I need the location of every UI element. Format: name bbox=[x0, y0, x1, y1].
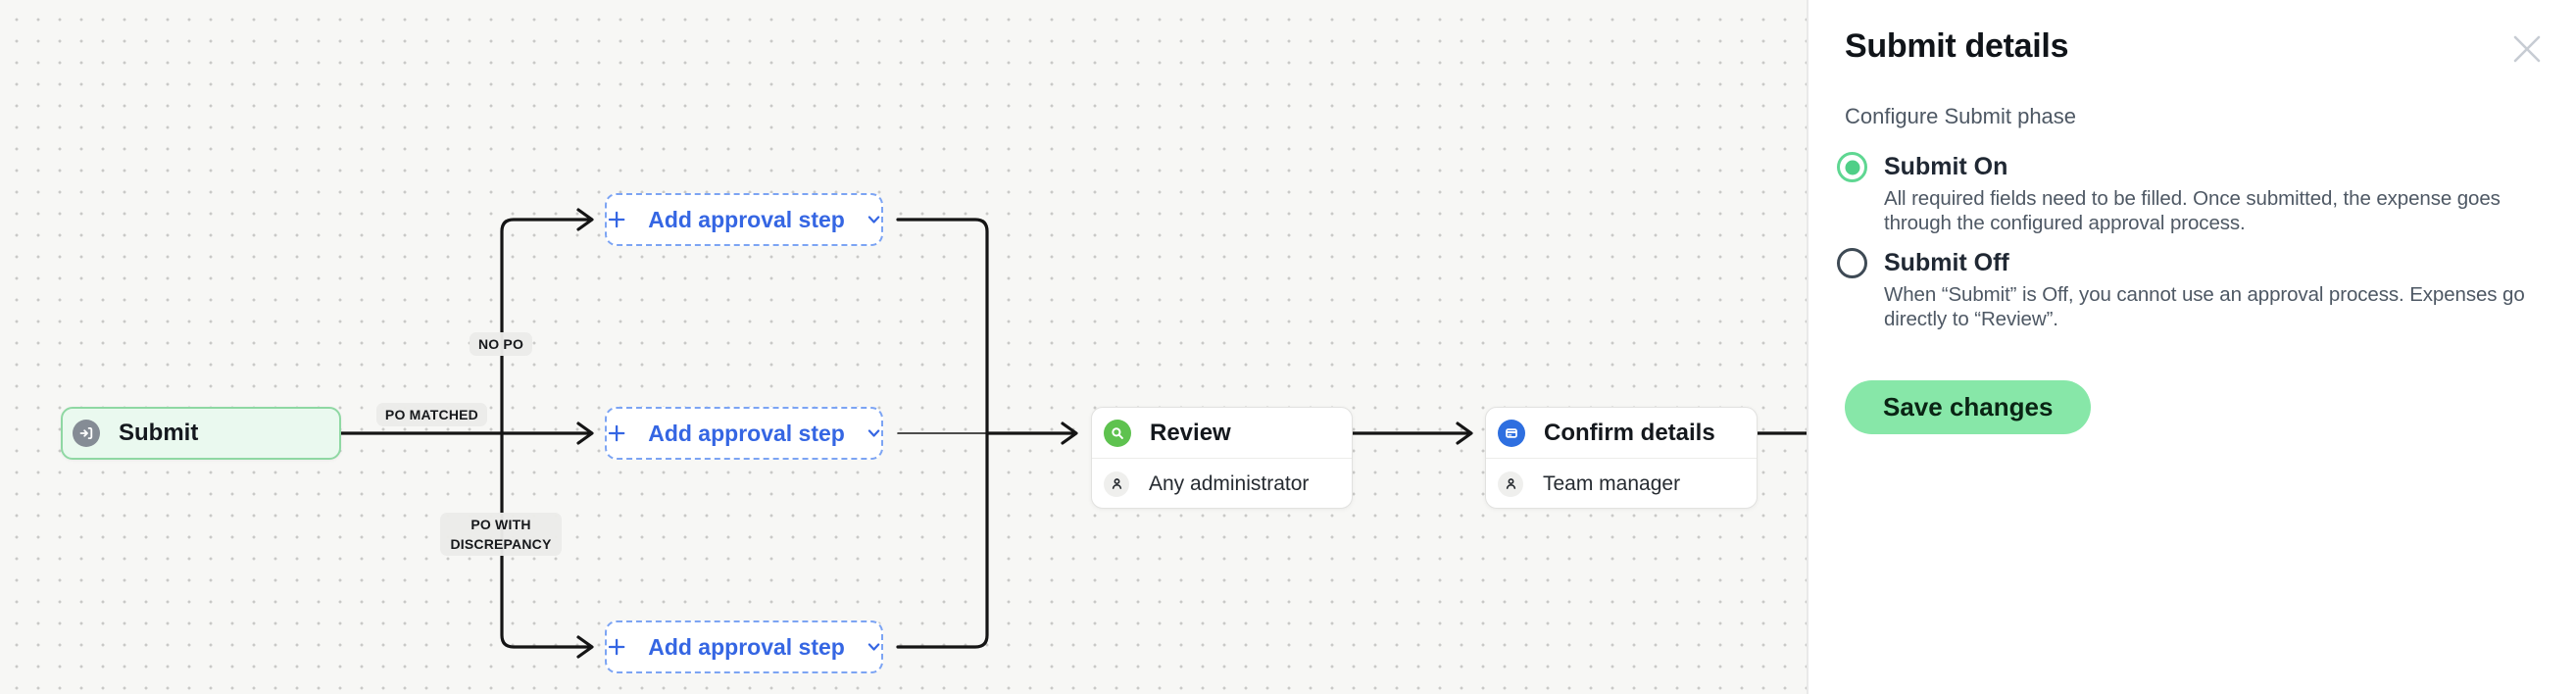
magnifier-icon bbox=[1104, 419, 1131, 447]
radio-submit-off[interactable] bbox=[1837, 248, 1867, 278]
person-icon bbox=[1104, 471, 1129, 497]
confirm-assignee: Team manager bbox=[1543, 471, 1681, 495]
radio-submit-on[interactable] bbox=[1837, 152, 1867, 182]
submit-off-description: When “Submit” is Off, you cannot use an … bbox=[1884, 283, 2525, 330]
submit-off-label[interactable]: Submit Off bbox=[1884, 249, 2009, 276]
chevron-down-icon bbox=[867, 429, 880, 437]
submit-node[interactable]: Submit bbox=[61, 407, 341, 460]
save-changes-button[interactable]: Save changes bbox=[1845, 380, 2092, 434]
add-approval-step-button-middle[interactable]: Add approval step bbox=[605, 407, 883, 460]
close-icon[interactable] bbox=[2510, 32, 2544, 66]
submit-details-panel: Submit details Configure Submit phase Su… bbox=[1807, 0, 2576, 694]
add-approval-step-button-top[interactable]: Add approval step bbox=[605, 193, 883, 246]
branch-label-po-matched: PO MATCHED bbox=[375, 403, 487, 426]
review-node-title: Review bbox=[1150, 419, 1231, 446]
plus-icon bbox=[608, 211, 625, 228]
review-node[interactable]: Review Any administrator bbox=[1091, 407, 1353, 509]
confirm-node-title: Confirm details bbox=[1544, 419, 1715, 446]
login-icon bbox=[73, 420, 100, 447]
add-approval-step-label: Add approval step bbox=[648, 633, 845, 660]
branch-label-po-with-discrepancy: PO WITH DISCREPANCY bbox=[440, 513, 562, 556]
plus-icon bbox=[608, 424, 625, 442]
branch-label-no-po: NO PO bbox=[469, 332, 533, 356]
person-icon bbox=[1498, 471, 1523, 497]
chevron-down-icon bbox=[867, 216, 880, 223]
chevron-down-icon bbox=[867, 643, 880, 651]
card-divider bbox=[1486, 458, 1757, 459]
add-approval-step-label: Add approval step bbox=[648, 420, 845, 446]
submit-on-description: All required fields need to be filled. O… bbox=[1884, 187, 2501, 234]
plus-icon bbox=[608, 638, 625, 656]
card-divider bbox=[1092, 458, 1352, 459]
review-assignee: Any administrator bbox=[1149, 471, 1310, 495]
card-icon bbox=[1498, 419, 1525, 447]
add-approval-step-button-bottom[interactable]: Add approval step bbox=[605, 620, 883, 673]
panel-subtitle: Configure Submit phase bbox=[1845, 104, 2077, 128]
submit-on-label[interactable]: Submit On bbox=[1884, 153, 2008, 180]
panel-title: Submit details bbox=[1845, 27, 2069, 65]
submit-node-label: Submit bbox=[119, 420, 199, 446]
add-approval-step-label: Add approval step bbox=[648, 206, 845, 232]
confirm-details-node[interactable]: Confirm details Team manager bbox=[1485, 407, 1758, 509]
